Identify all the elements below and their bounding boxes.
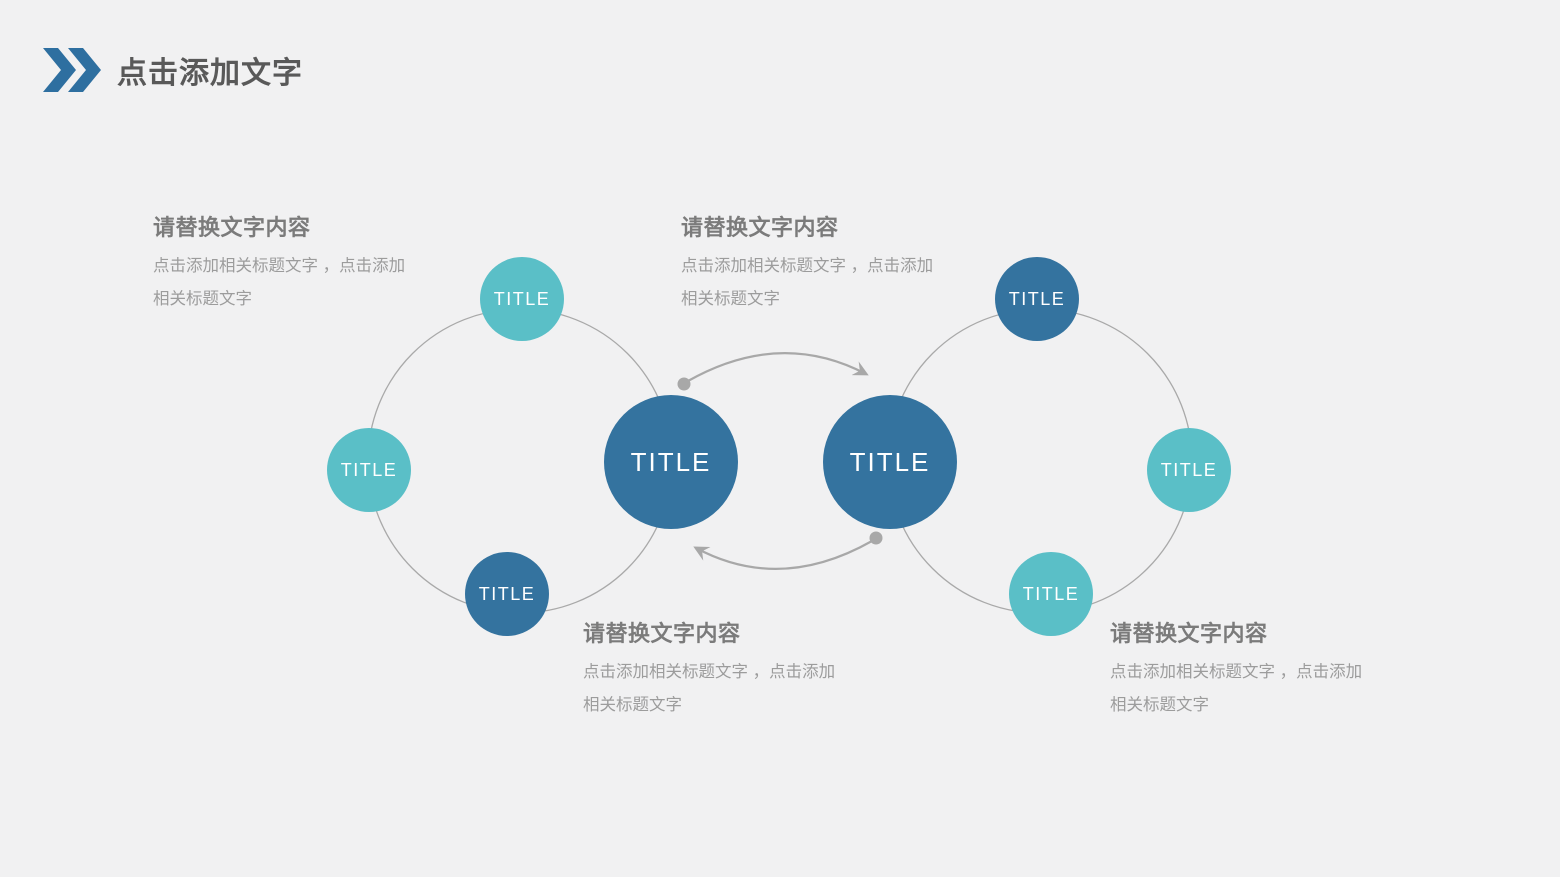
text-block-top-center[interactable]: 请替换文字内容 点击添加相关标题文字 ，点击添加 相关标题文字 [681,210,981,316]
text-block-body-line: 相关标题文字 [153,290,252,308]
node-right-ring-bottom[interactable]: TITLE [1009,552,1093,636]
text-block-body-line: 相关标题文字 [583,696,682,714]
arrow-top [687,352,869,382]
arrow-bottom [693,540,873,570]
text-block-body-line: 点击添加相关标题文字 ，点击添加 [1110,663,1363,681]
text-block-body-line: 点击添加相关标题文字 ，点击添加 [583,663,836,681]
text-block-heading: 请替换文字内容 [1110,621,1268,646]
arrow-bottom-start-dot [869,531,883,545]
text-block-top-left[interactable]: 请替换文字内容 点击添加相关标题文字 ，点击添加 相关标题文字 [153,210,453,316]
node-left-ring-bottom[interactable]: TITLE [465,552,549,636]
arrow-top-start-dot [677,377,691,391]
text-block-heading: 请替换文字内容 [583,621,741,646]
text-block-bottom-center[interactable]: 请替换文字内容 点击添加相关标题文字 ，点击添加 相关标题文字 [583,616,883,722]
text-block-heading: 请替换文字内容 [681,215,839,240]
text-block-body-line: 点击添加相关标题文字 ，点击添加 [153,257,406,275]
node-left-ring-left[interactable]: TITLE [327,428,411,512]
node-right-ring-top[interactable]: TITLE [995,257,1079,341]
text-block-body-line: 点击添加相关标题文字 ，点击添加 [681,257,934,275]
text-block-bottom-right[interactable]: 请替换文字内容 点击添加相关标题文字 ，点击添加 相关标题文字 [1110,616,1410,722]
node-left-hub[interactable]: TITLE [604,395,738,529]
text-block-heading: 请替换文字内容 [153,215,311,240]
text-block-body-line: 相关标题文字 [681,290,780,308]
node-right-ring-right[interactable]: TITLE [1147,428,1231,512]
slide-header: 点击添加文字 [43,48,303,92]
double-chevron-icon [43,48,101,92]
slide-title[interactable]: 点击添加文字 [117,57,303,90]
text-block-body-line: 相关标题文字 [1110,696,1209,714]
node-left-ring-top[interactable]: TITLE [480,257,564,341]
node-right-hub[interactable]: TITLE [823,395,957,529]
